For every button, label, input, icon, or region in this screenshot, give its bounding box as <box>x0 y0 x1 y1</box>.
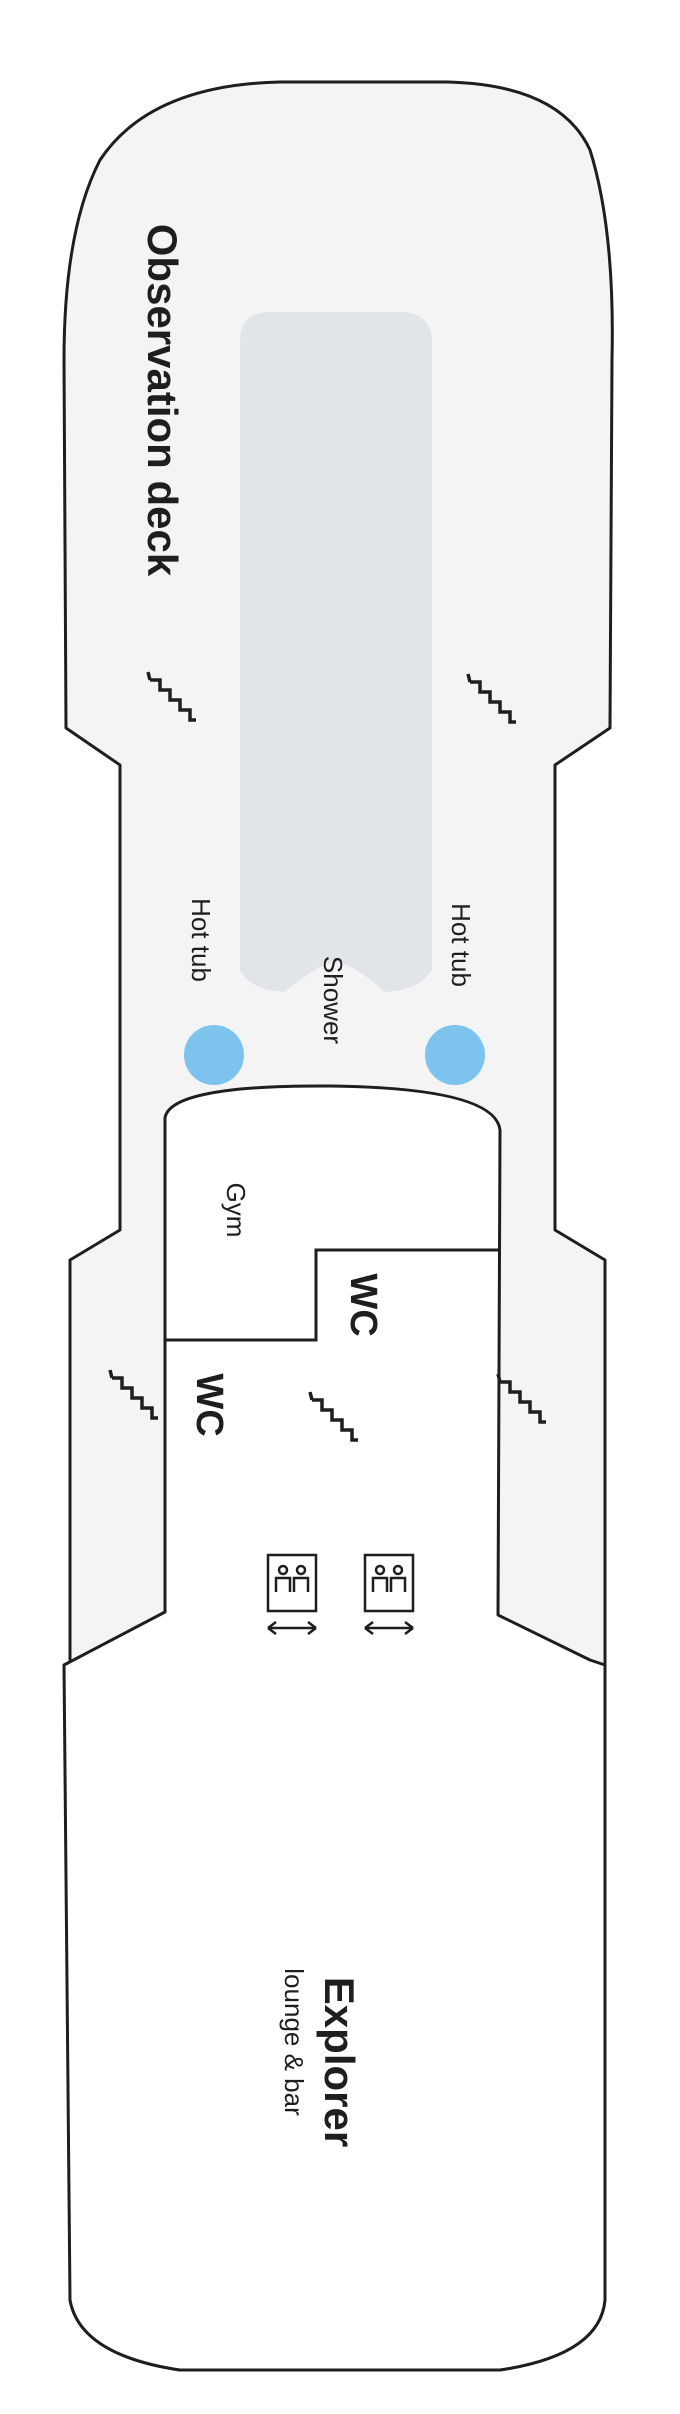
explorer-subtitle: lounge & bar <box>279 1968 309 2116</box>
pool-area <box>240 312 432 992</box>
hot-tub-left-icon <box>184 1025 244 1085</box>
indoor-area <box>62 1084 607 2372</box>
stairs-icon <box>308 1391 358 1442</box>
stairs-icon <box>108 1369 158 1420</box>
stairs-icon <box>496 1373 546 1424</box>
hot-tub-left-label: Hot tub <box>186 898 216 982</box>
shower-label: Shower <box>318 956 348 1044</box>
wc-right-label: WC <box>342 1273 384 1336</box>
stairs-icon <box>466 673 516 724</box>
elevator-icon <box>266 1553 318 1635</box>
gym-wall <box>165 1248 500 1342</box>
observation-deck-label: Observation deck <box>139 224 186 577</box>
gym-label: Gym <box>221 1183 251 1238</box>
stairs-icon <box>146 671 196 722</box>
wc-left-label: WC <box>188 1373 230 1436</box>
hot-tub-right-icon <box>425 1025 485 1085</box>
hot-tub-right-label: Hot tub <box>446 903 476 987</box>
explorer-title: Explorer <box>316 1977 363 2147</box>
elevator-icon <box>363 1553 415 1635</box>
